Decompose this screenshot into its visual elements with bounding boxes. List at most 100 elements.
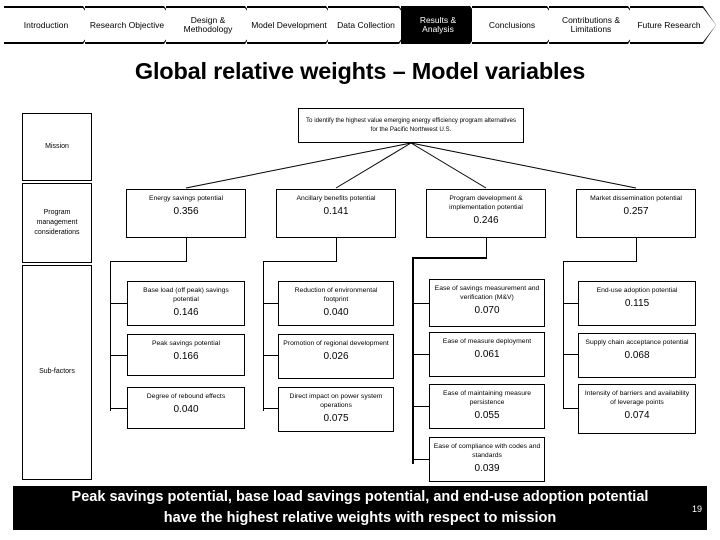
subfactor-node-savings-measurement-verification[interactable]: Ease of savings measurement and verifica… bbox=[429, 279, 545, 327]
subfactor-node-end-use-adoption[interactable]: End-use adoption potential 0.115 bbox=[578, 281, 696, 326]
connector-horizontal-col3-top bbox=[412, 257, 487, 259]
subfactor-weight: 0.070 bbox=[474, 305, 500, 317]
connector-vertical-col3-top bbox=[486, 238, 487, 258]
subfactor-weight: 0.040 bbox=[323, 307, 349, 319]
factor-node-market-dissemination-potential[interactable]: Market dissemination potential 0.257 bbox=[576, 189, 696, 238]
conclusion-banner: Peak savings potential, base load saving… bbox=[13, 486, 707, 530]
nav-item-design-methodology[interactable]: Design & Methodology bbox=[166, 6, 258, 44]
nav-item-label: Results & Analysis bbox=[419, 15, 457, 34]
factor-node-program-development-potential[interactable]: Program development & implementation pot… bbox=[426, 189, 546, 238]
factor-weight: 0.246 bbox=[473, 215, 499, 227]
page-title: Global relative weights – Model variable… bbox=[134, 58, 586, 84]
connector-stub-col4-2 bbox=[563, 408, 579, 409]
page-number: 19 bbox=[691, 504, 702, 514]
nav-item-label: Data Collection bbox=[337, 19, 395, 30]
factor-label: Energy savings potential bbox=[148, 195, 224, 202]
nav-item-introduction[interactable]: Introduction bbox=[4, 6, 96, 44]
nav-item-results-analysis[interactable]: Results & Analysis bbox=[401, 6, 483, 44]
nav-item-label: Future Research bbox=[637, 19, 701, 30]
connector-trunk-col2 bbox=[263, 261, 264, 411]
nav-item-label: Introduction bbox=[23, 19, 69, 30]
nav-item-research-objective[interactable]: Research Objective bbox=[85, 6, 177, 44]
connector-stub-col3-3 bbox=[412, 459, 430, 460]
connector-trunk-col4 bbox=[563, 261, 564, 409]
factor-node-energy-savings-potential[interactable]: Energy savings potential 0.356 bbox=[126, 189, 246, 238]
connector-vertical-col4-top bbox=[636, 238, 637, 261]
nav-item-conclusions[interactable]: Conclusions bbox=[472, 6, 560, 44]
subfactor-weight: 0.026 bbox=[323, 351, 349, 363]
nav-item-label: Model Development bbox=[251, 19, 327, 30]
factor-label: Ancillary benefits potential bbox=[296, 195, 376, 202]
subfactor-label: Ease of savings measurement and verifica… bbox=[434, 285, 540, 302]
banner-line-2: have the highest relative weights with r… bbox=[163, 510, 557, 526]
subfactor-label: Degree of rebound effects bbox=[146, 393, 226, 400]
band-label-text: Sub-factors bbox=[39, 368, 75, 376]
nav-item-future-research[interactable]: Future Research bbox=[630, 6, 716, 44]
factor-weight: 0.356 bbox=[173, 206, 199, 218]
subfactor-label: Ease of compliance with codes and standa… bbox=[433, 443, 541, 460]
factor-node-ancillary-benefits-potential[interactable]: Ancillary benefits potential 0.141 bbox=[276, 189, 396, 238]
section-navigation-bar: Introduction Research Objective Design &… bbox=[0, 6, 720, 44]
subfactor-weight: 0.075 bbox=[323, 413, 349, 425]
subfactor-label: Reduction of environmental footprint bbox=[294, 287, 378, 304]
connector-stub-col3-2 bbox=[412, 406, 430, 407]
connector-stub-col2-0 bbox=[263, 303, 279, 304]
factor-weight: 0.257 bbox=[623, 206, 649, 218]
subfactor-label: Base load (off peak) savings potential bbox=[143, 287, 229, 304]
connector-horizontal-col4-top bbox=[563, 261, 637, 262]
subfactor-label: Intensity of barriers and availability o… bbox=[584, 390, 690, 407]
mission-node[interactable]: To identify the highest value emerging e… bbox=[298, 108, 524, 143]
subfactor-label: Promotion of regional development bbox=[283, 340, 389, 347]
connector-stub-col1-1 bbox=[110, 355, 128, 356]
subfactor-label: End-use adoption potential bbox=[596, 287, 678, 294]
subfactor-node-regional-development[interactable]: Promotion of regional development 0.026 bbox=[278, 334, 394, 379]
band-label-mission: Mission bbox=[22, 113, 92, 181]
subfactor-weight: 0.166 bbox=[173, 351, 199, 363]
nav-item-label: Contributions & Limitations bbox=[561, 15, 621, 34]
subfactor-node-rebound-effects[interactable]: Degree of rebound effects 0.040 bbox=[127, 387, 245, 429]
connector-stub-col1-2 bbox=[110, 408, 128, 409]
connector-trunk-col1 bbox=[110, 261, 111, 411]
factor-label: Program development & implementation pot… bbox=[449, 195, 523, 212]
connector-vertical-col2-top bbox=[336, 238, 337, 261]
subfactor-node-measure-persistence[interactable]: Ease of maintaining measure persistence … bbox=[429, 384, 545, 429]
subfactor-node-power-system-operations[interactable]: Direct impact on power system operations… bbox=[278, 387, 394, 432]
connector-vertical-col1-top bbox=[186, 238, 187, 261]
connector-stub-col4-1 bbox=[563, 354, 579, 355]
nav-item-data-collection[interactable]: Data Collection bbox=[328, 6, 412, 44]
connector-stub-col3-0 bbox=[412, 303, 430, 304]
connector-stub-col1-0 bbox=[110, 303, 128, 304]
subfactor-node-codes-and-standards[interactable]: Ease of compliance with codes and standa… bbox=[429, 437, 545, 482]
connector-stub-col3-1 bbox=[412, 354, 430, 355]
subfactor-weight: 0.061 bbox=[474, 349, 500, 361]
subfactor-weight: 0.115 bbox=[624, 298, 650, 310]
subfactor-node-environmental-footprint[interactable]: Reduction of environmental footprint 0.0… bbox=[278, 281, 394, 326]
nav-item-label: Research Objective bbox=[89, 19, 165, 30]
subfactor-label: Ease of maintaining measure persistence bbox=[442, 390, 532, 407]
band-label-sub-factors: Sub-factors bbox=[22, 265, 92, 480]
nav-item-label: Design & Methodology bbox=[183, 15, 233, 34]
connector-stub-col4-0 bbox=[563, 303, 579, 304]
subfactor-label: Peak savings potential bbox=[151, 340, 220, 347]
nav-item-contributions-limitations[interactable]: Contributions & Limitations bbox=[549, 6, 641, 44]
subfactor-node-peak-savings[interactable]: Peak savings potential 0.166 bbox=[127, 334, 245, 376]
banner-line-1: Peak savings potential, base load saving… bbox=[71, 488, 649, 505]
subfactor-node-barriers-leverage-points[interactable]: Intensity of barriers and availability o… bbox=[578, 384, 696, 434]
nav-item-model-development[interactable]: Model Development bbox=[247, 6, 339, 44]
subfactor-label: Ease of measure deployment bbox=[442, 338, 532, 345]
subfactor-label: Direct impact on power system operations bbox=[289, 393, 383, 410]
band-label-text: Mission bbox=[45, 142, 69, 150]
connector-stub-col2-1 bbox=[263, 355, 279, 356]
connector-stub-col2-2 bbox=[263, 408, 279, 409]
band-label-program-management: Program management considerations bbox=[22, 183, 92, 263]
subfactor-node-supply-chain-acceptance[interactable]: Supply chain acceptance potential 0.068 bbox=[578, 333, 696, 378]
subfactor-weight: 0.039 bbox=[474, 463, 500, 475]
subfactor-node-base-load-savings[interactable]: Base load (off peak) savings potential 0… bbox=[127, 281, 245, 326]
subfactor-weight: 0.146 bbox=[173, 307, 199, 319]
subfactor-node-measure-deployment[interactable]: Ease of measure deployment 0.061 bbox=[429, 332, 545, 377]
nav-item-label: Conclusions bbox=[488, 19, 536, 30]
subfactor-weight: 0.040 bbox=[173, 404, 199, 416]
subfactor-weight: 0.074 bbox=[624, 410, 650, 422]
subfactor-weight: 0.068 bbox=[624, 350, 650, 362]
connector-horizontal-col2-top bbox=[263, 261, 337, 262]
